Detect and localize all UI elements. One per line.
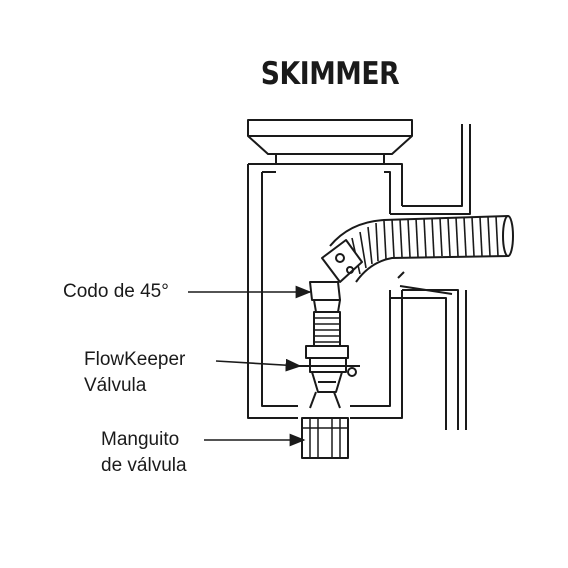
pool-wall [390,124,471,430]
label-valvula: Válvula [84,375,147,396]
label-de-valvula: de válvula [101,455,187,476]
label-manguito: Manguito [101,429,180,450]
diagram-title: SKIMMER [260,56,400,92]
elbow-45 [309,239,363,313]
label-flowkeeper: FlowKeeper [84,349,186,370]
skimmer-lid [247,119,413,165]
label-codo: Codo de 45° [63,281,169,302]
vacuum-hose [329,215,514,283]
skimmer-housing [247,163,403,419]
arrow-flowkeeper [215,358,302,372]
flowkeeper-valve [298,345,360,409]
valve-sleeve [301,417,349,459]
hose-adapter [313,311,341,347]
